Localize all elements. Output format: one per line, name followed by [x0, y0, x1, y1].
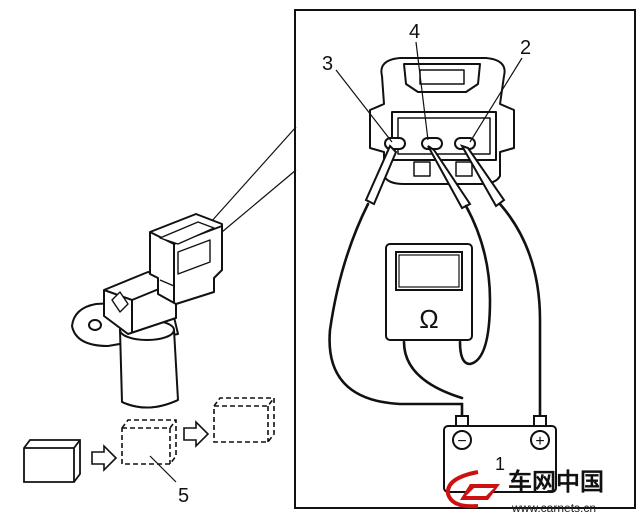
test-probes [364, 144, 506, 210]
ohmmeter [385, 243, 473, 341]
battery-negative-symbol: − [457, 433, 466, 450]
connector-face [369, 57, 515, 185]
connector-pins [384, 137, 476, 150]
battery-callout: 1 [495, 454, 505, 474]
terminal-4-callout: 4 [409, 21, 420, 43]
terminal-2-callout: 2 [520, 37, 531, 59]
carnets-logo-icon [445, 470, 500, 509]
watermark: 车网中国 www.carnets.cn [445, 468, 604, 515]
sensor-illustration [71, 126, 297, 409]
terminal-3-callout: 3 [322, 53, 333, 75]
watermark-site-name: 车网中国 [508, 468, 604, 496]
spacer-shim-callout: 5 [178, 485, 189, 507]
test-wires [328, 202, 542, 420]
test-detail-frame [294, 9, 636, 509]
watermark-url: www.carnets.cn [511, 501, 596, 515]
battery-positive-symbol: + [535, 433, 544, 450]
spacer-shim-illustration [23, 397, 275, 483]
ohm-symbol: Ω [419, 304, 438, 334]
battery [443, 415, 557, 493]
